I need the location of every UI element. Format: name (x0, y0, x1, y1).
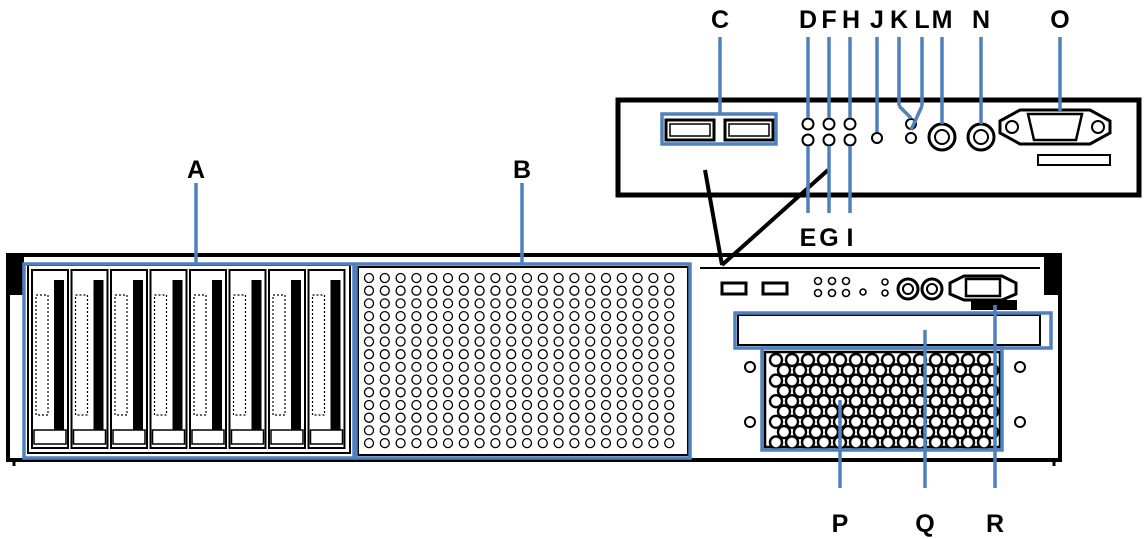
drive-sled (31, 269, 69, 449)
usb-port-icon (761, 281, 789, 296)
label-h: H (842, 6, 860, 34)
front-io-strip (700, 267, 1041, 428)
front-panel-zoom-inset (615, 97, 1142, 267)
label-k: K (890, 6, 908, 34)
label-j: J (870, 6, 884, 34)
led-h (843, 117, 857, 131)
drive-sled (189, 269, 227, 449)
label-q: Q (915, 510, 934, 538)
led-e (801, 133, 815, 147)
label-l: L (914, 6, 929, 34)
led-f (822, 117, 836, 131)
label-a: A (187, 156, 205, 184)
callout-box-p (760, 346, 1004, 452)
button-l (905, 132, 917, 144)
label-f: F (821, 6, 836, 34)
drive-sled (149, 269, 188, 449)
label-r: R (986, 510, 1004, 538)
usb-port-icon (720, 281, 748, 296)
label-b: B (513, 156, 531, 184)
drive-sled (228, 269, 267, 449)
drive-sled (268, 269, 306, 449)
label-g: G (819, 224, 838, 252)
serial-port-icon (998, 108, 1112, 146)
led-j (871, 132, 883, 144)
led-i (843, 133, 857, 147)
callout-lines (22, 37, 1062, 488)
drive-sled (307, 269, 346, 449)
callout-labels: A B C D F H J K L M N O E G I P Q R (187, 6, 1070, 538)
label-e: E (800, 224, 817, 252)
led-d (801, 117, 815, 131)
label-m: M (932, 6, 953, 34)
label-d: D (799, 6, 817, 34)
drive-bays (27, 264, 351, 454)
led-g (822, 133, 836, 147)
drive-sled (110, 269, 148, 449)
vent-grille (357, 266, 689, 456)
label-p: P (832, 510, 849, 538)
label-i: I (847, 224, 854, 252)
callout-box-a (22, 262, 356, 460)
fan-grille (763, 350, 1002, 450)
label-o: O (1050, 6, 1069, 34)
label-n: N (972, 6, 990, 34)
drive-sled (70, 269, 109, 449)
label-c: C (711, 6, 729, 34)
